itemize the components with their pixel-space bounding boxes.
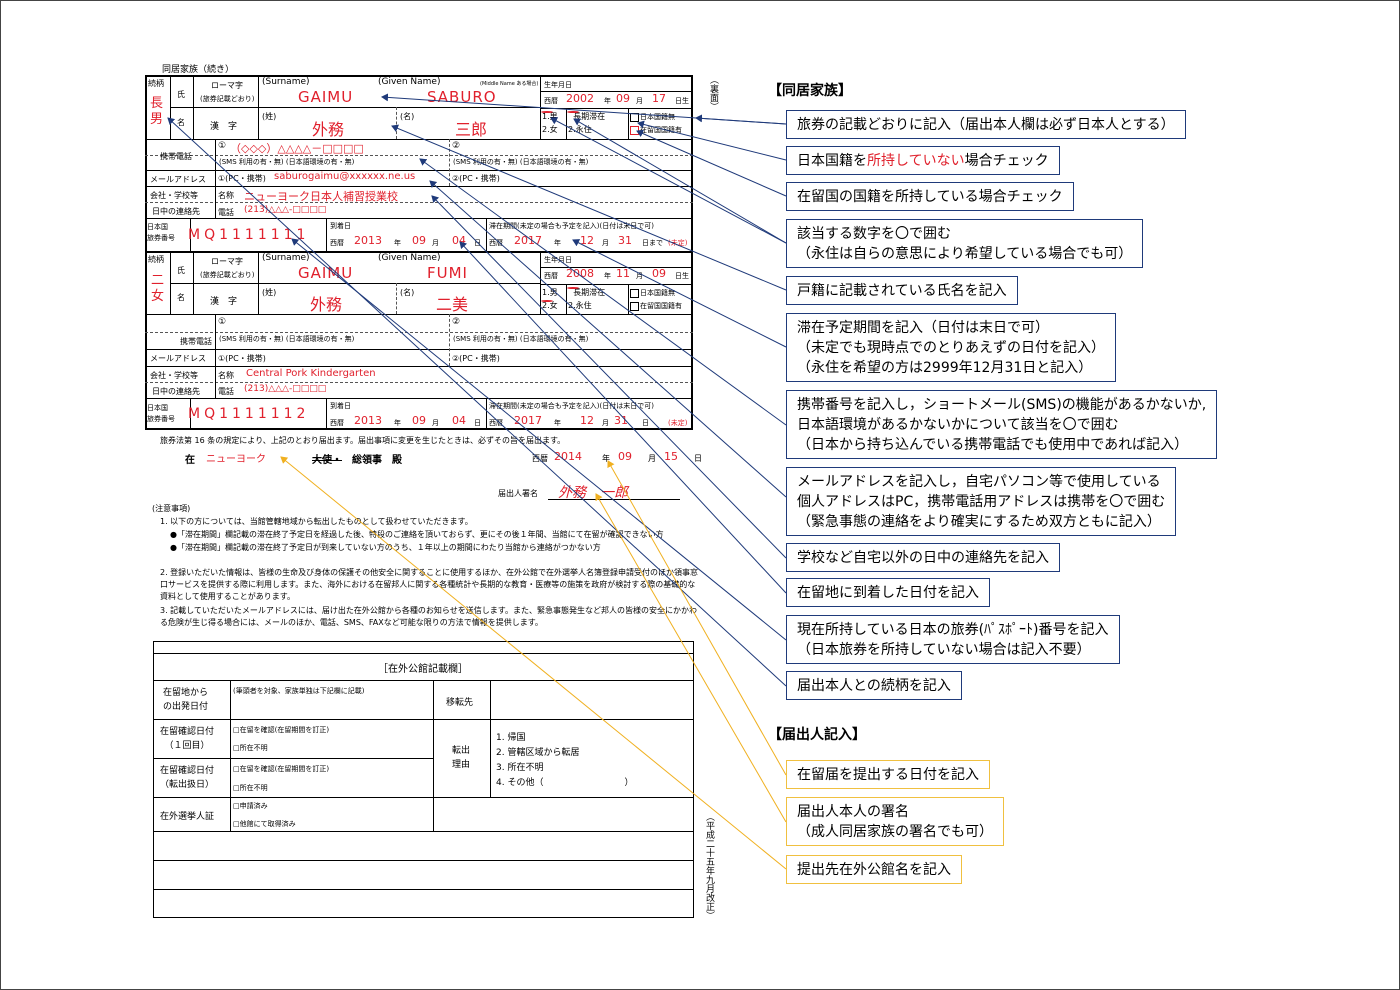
- consulate-name: ニューヨーク: [206, 454, 266, 465]
- passport-value: MQ1111111: [188, 227, 310, 243]
- passport-value-2: MQ1111112: [188, 406, 310, 422]
- birth-month-2: 11: [616, 267, 630, 280]
- given-name-value-2: FUMI: [427, 264, 468, 282]
- submit-month: 09: [618, 450, 632, 463]
- callout-mobile: 携帯番号を記入し，ショートメール(SMS)の機能があるかないか,日本語環境がある…: [786, 390, 1218, 459]
- birth-year: 2002: [566, 92, 594, 105]
- declaration-text: 旅券法第 16 条の規定により、上記のとおり届出ます。届出事項に変更を生じたとき…: [160, 436, 566, 445]
- arrival-year: 2013: [354, 234, 382, 247]
- school-tel-value-2: (213)△△△-□□□□: [244, 384, 327, 394]
- relation-value-2: 二女: [151, 273, 165, 304]
- email-value: saburogaimu@xxxxxx.ne.us: [274, 171, 416, 182]
- stay-type-long: 長期滞在: [567, 111, 605, 122]
- callout-family-register: 戸籍に記載されている氏名を記入: [786, 276, 1018, 305]
- office-use-table: [153, 641, 694, 918]
- birth-day-2: 09: [652, 267, 666, 280]
- callout-passport-number: 現在所持している日本の旅券(ﾊﾟｽﾎﾟｰﾄ)番号を記入（日本旅券を所持していない…: [786, 615, 1120, 664]
- header-filer: 【届出人記入】: [768, 727, 866, 743]
- callout-circle-number: 該当する数字を〇で囲む（永住は自らの意思により希望している場合でも可）: [786, 219, 1144, 268]
- sex-female-2: 2.女: [541, 300, 558, 310]
- phone-value: （◇◇◇）△△△△－□□□□: [230, 142, 364, 155]
- stay-year: 2017: [514, 234, 542, 247]
- school-tel-value: (213)△△△-□□□□: [244, 205, 327, 215]
- kanji-sei-value: 外務: [312, 120, 345, 139]
- callout-consulate: 提出先在外公館名を記入: [786, 855, 962, 884]
- stay-month: 12: [580, 234, 594, 247]
- submit-year: 2014: [554, 450, 582, 463]
- header-family: 【同居家族】: [768, 83, 852, 99]
- submit-day: 15: [664, 450, 678, 463]
- callout-stay-period: 滞在予定期間を記入（日付は末日で可）（未定でも現時点でのとりあえずの日付を記入）…: [786, 313, 1116, 382]
- school-value: ニューヨーク日本人補習授業校: [244, 190, 398, 203]
- back-side-label: （裏面）: [708, 75, 718, 111]
- relation-value: 長男: [150, 96, 164, 127]
- callout-daytime-contact: 学校など自宅以外の日中の連絡先を記入: [786, 543, 1060, 572]
- no-japanese-checkbox[interactable]: 日本国籍無: [630, 112, 675, 122]
- callout-submit-date: 在留届を提出する日付を記入: [786, 760, 990, 789]
- callout-relation: 届出本人との続柄を記入: [786, 671, 962, 700]
- callout-local-nationality: 在留国の国籍を所持している場合チェック: [786, 182, 1074, 211]
- callout-no-japanese: 日本国籍を所持していない場合チェック: [786, 146, 1060, 175]
- callout-arrival-date: 在留地に到着した日付を記入: [786, 578, 990, 607]
- callout-signature: 届出人本人の署名（成人同居家族の署名でも可）: [786, 797, 1004, 846]
- arrival-month: 09: [412, 234, 426, 247]
- kanji-mei-value: 三郎: [455, 120, 488, 139]
- stay-type-long-2: 長期滞在: [567, 287, 605, 298]
- section-title: 同居家族（続き）: [162, 65, 235, 75]
- school-value-2: Central Pork Kindergarten: [246, 368, 376, 379]
- birth-month: 09: [616, 92, 630, 105]
- relation-label: 続柄: [148, 79, 164, 88]
- sex-male: 1.男: [541, 111, 558, 121]
- surname-value: GAIMU: [298, 88, 354, 106]
- birth-day: 17: [652, 92, 666, 105]
- callout-email: メールアドレスを記入し，自宅パソコン等で使用している個人アドレスはPC，携帯電話…: [786, 467, 1177, 536]
- kanji-mei-value-2: 二美: [436, 295, 469, 314]
- callout-passport-name: 旅券の記載どおりに記入（届出本人欄は必ず日本人とする）: [786, 110, 1186, 139]
- kanji-sei-value-2: 外務: [310, 295, 343, 314]
- stay-day: 31: [618, 234, 632, 247]
